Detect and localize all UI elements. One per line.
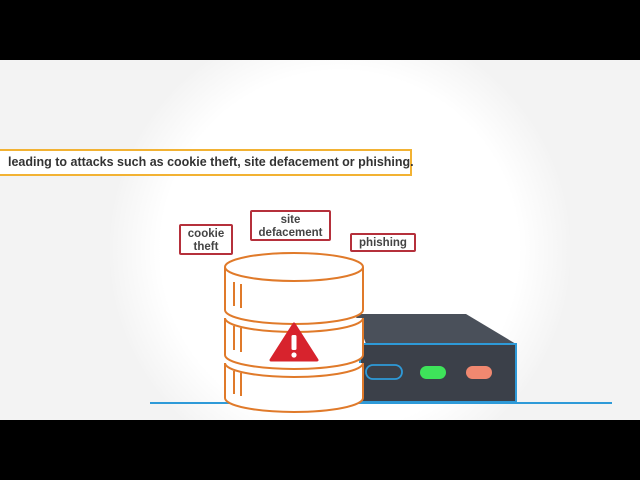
warning-triangle-icon [269,322,319,362]
tag-cookie-theft-label: cookie theft [187,228,225,253]
illustration [150,252,612,413]
led-green [420,366,446,379]
server-slot [365,364,403,380]
tag-phishing-label: phishing [359,237,407,249]
server-icon [355,314,517,403]
tag-site-defacement-label: site defacement [258,214,323,239]
tag-site-defacement: site defacement [250,210,331,241]
tag-phishing: phishing [350,233,416,252]
led-red [466,366,492,379]
caption-box: leading to attacks such as cookie theft,… [0,149,414,176]
video-frame: leading to attacks such as cookie theft,… [0,60,640,420]
tag-cookie-theft: cookie theft [179,224,233,255]
